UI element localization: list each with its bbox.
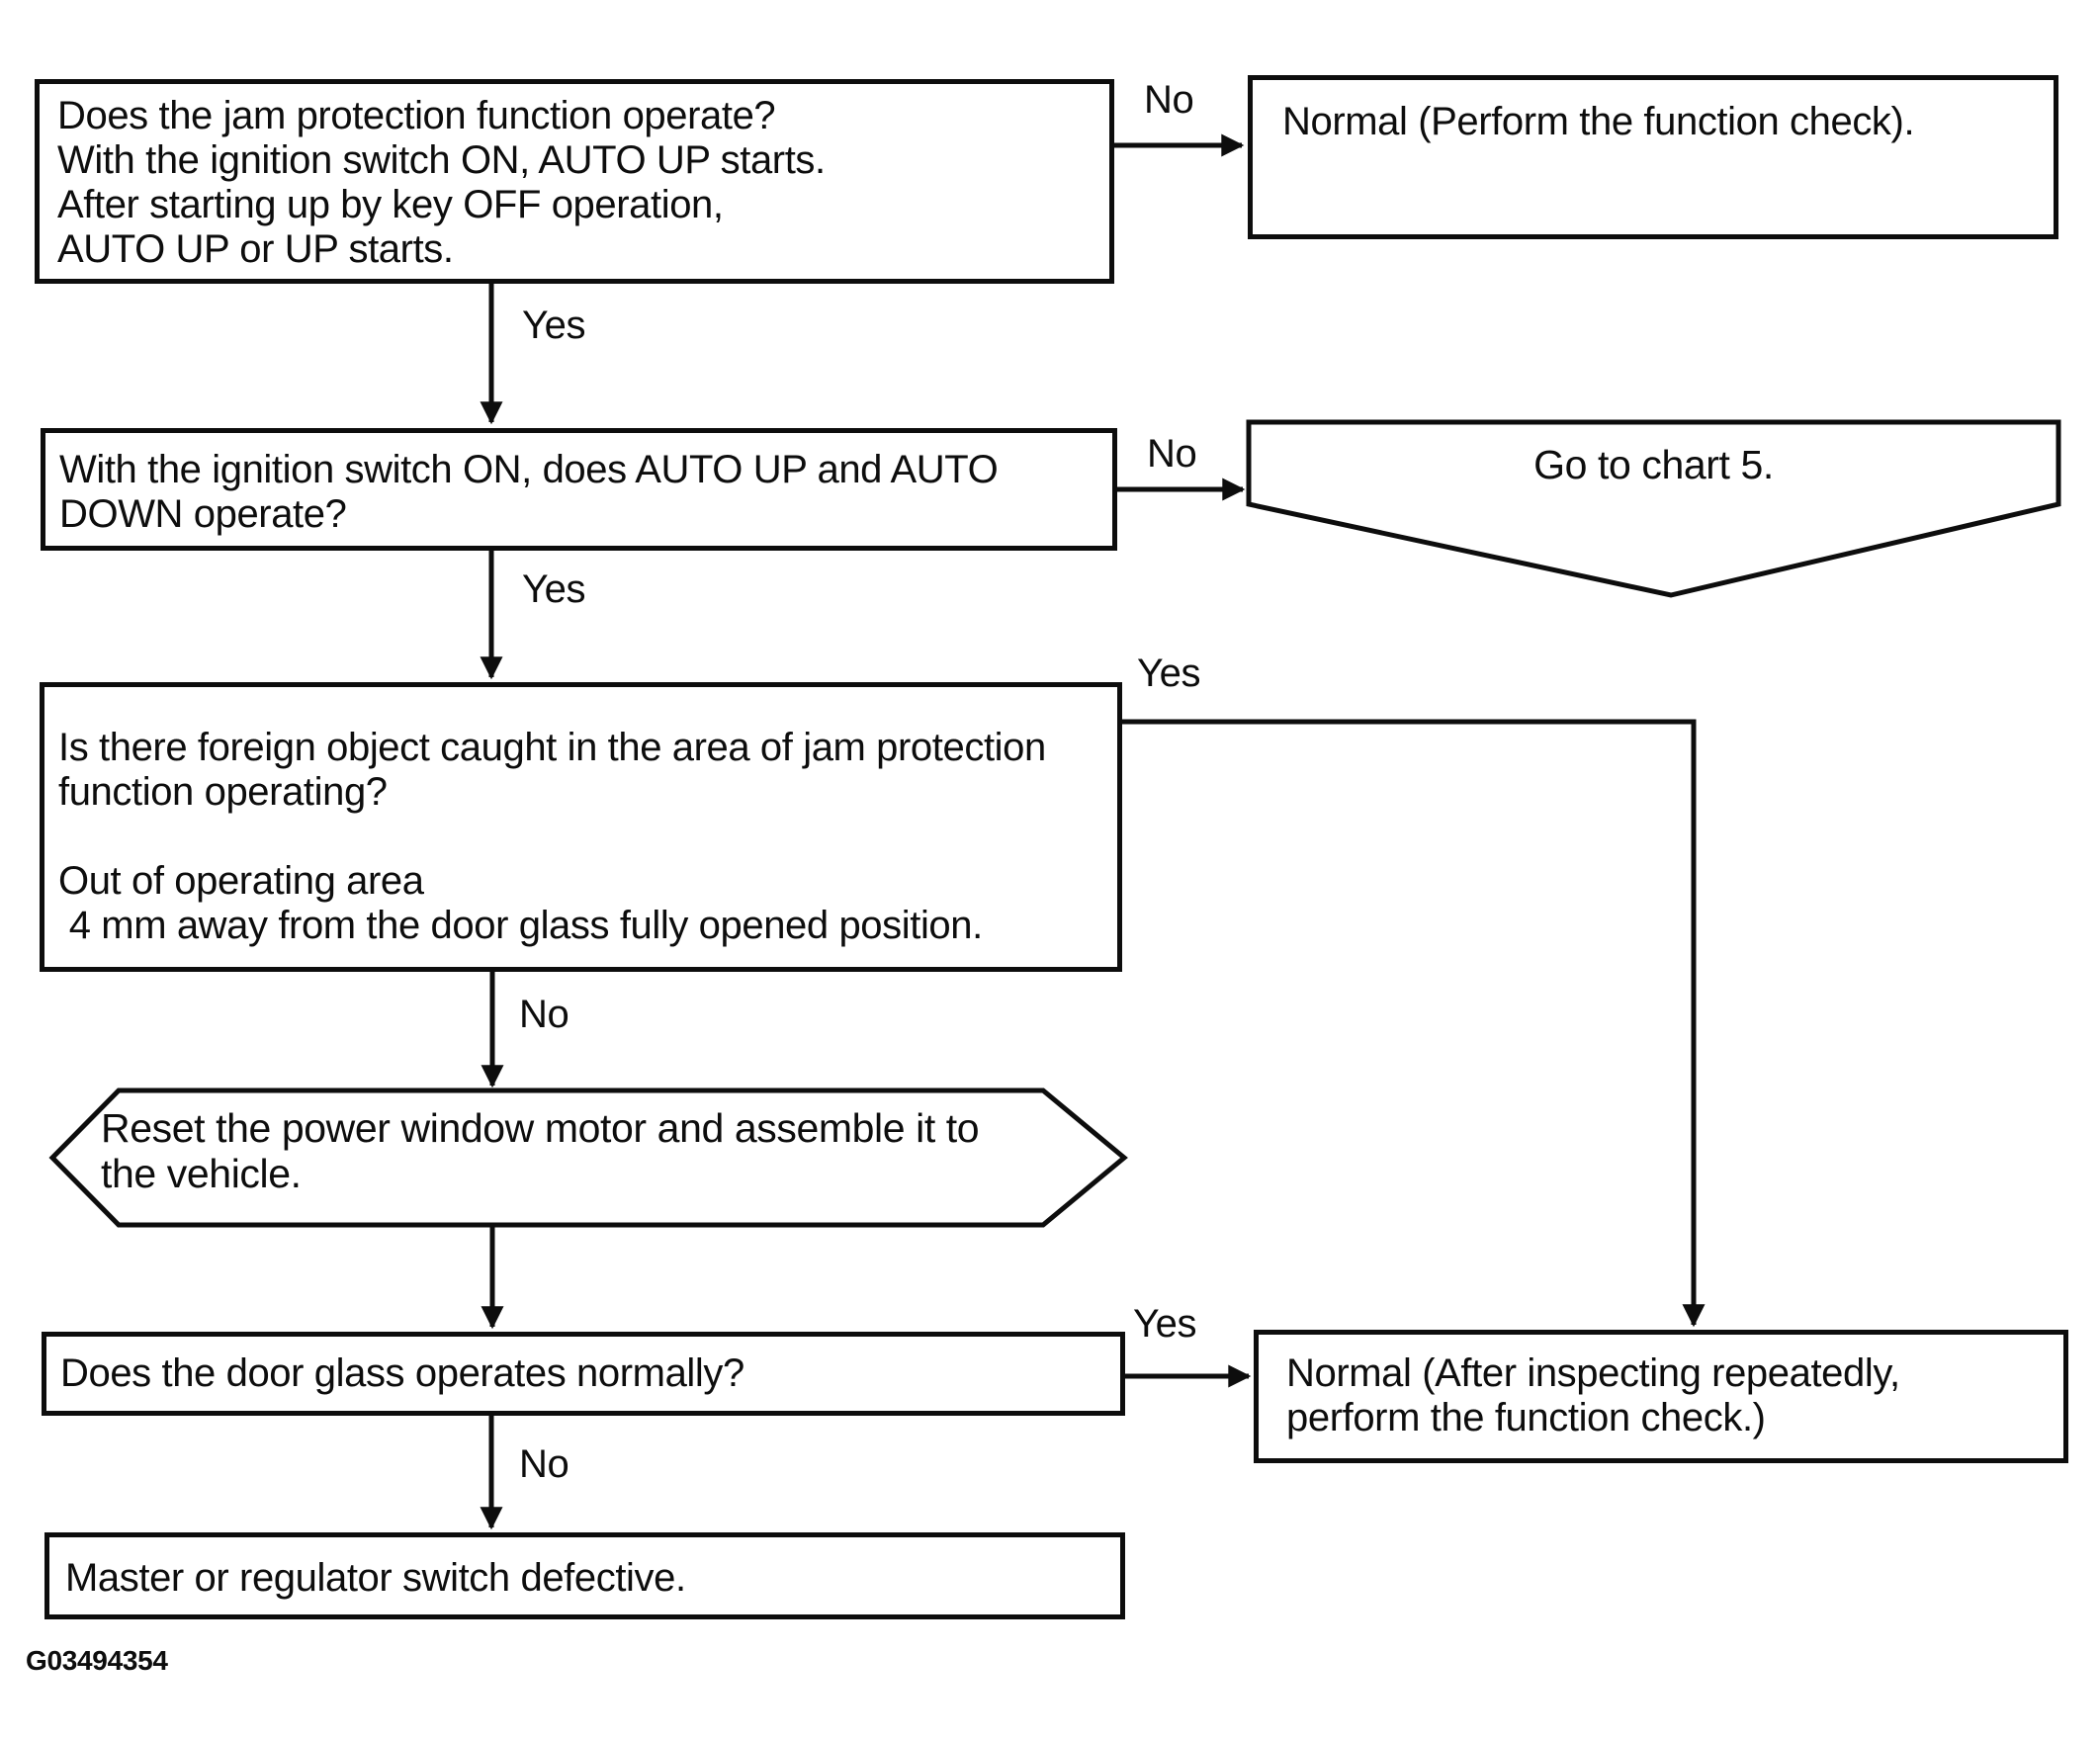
box-text-line: Normal (After inspecting repeatedly, [1286, 1351, 1900, 1395]
process-box-ignition-auto-updown: With the ignition switch ON, does AUTO U… [41, 428, 1117, 551]
edge-label-foreign-no: No [519, 993, 569, 1036]
figure-code: G03494354 [26, 1645, 168, 1676]
box-text-line [58, 815, 1103, 859]
result-box-normal-after-inspecting: Normal (After inspecting repeatedly, per… [1254, 1330, 2068, 1463]
box-text-line: perform the function check.) [1286, 1396, 1766, 1439]
box-text-line: After starting up by key OFF operation, [57, 183, 724, 226]
offpage-text-go-to-chart5: Go to chart 5. [1249, 442, 2058, 487]
box-text-line: Out of operating area [58, 859, 424, 903]
box-text-line: Normal (Perform the function check). [1282, 100, 1915, 143]
box-text-line: With the ignition switch ON, does AUTO U… [59, 448, 999, 491]
box-text-line: Master or regulator switch defective. [65, 1556, 686, 1600]
box-text-line: Is there foreign object caught in the ar… [58, 726, 1046, 769]
edge-label-foreign-yes: Yes [1137, 652, 1201, 695]
box-text-line: DOWN operate? [59, 492, 347, 536]
process-box-door-glass-normal: Does the door glass operates normally? [42, 1332, 1125, 1416]
box-text-line: AUTO UP or UP starts. [57, 227, 454, 271]
result-box-master-switch-defective: Master or regulator switch defective. [44, 1532, 1125, 1619]
hexagon-shape-reset-motor [48, 1088, 1128, 1228]
edge-label-ign-yes: Yes [522, 567, 586, 611]
result-box-normal-function-check: Normal (Perform the function check). [1248, 75, 2058, 239]
process-box-foreign-object: Is there foreign object caught in the ar… [40, 682, 1122, 972]
process-box-jam-check: Does the jam protection function operate… [35, 79, 1114, 284]
box-text-line: 4 mm away from the door glass fully open… [58, 904, 984, 947]
edge-label-door-no: No [519, 1442, 569, 1486]
box-text-line: the vehicle. [101, 1151, 302, 1196]
box-text-line: Does the door glass operates normally? [60, 1351, 744, 1395]
box-text-line: Does the jam protection function operate… [57, 94, 776, 137]
box-text-line: Reset the power window motor and assembl… [101, 1105, 980, 1151]
edge-label-ign-no: No [1147, 432, 1197, 476]
offpage-shape-go-to-chart5 [1246, 419, 2061, 598]
edge-label-jam-yes: Yes [522, 304, 586, 347]
box-text-line: function operating? [58, 770, 388, 814]
edge-foreign-yes-arrow [1122, 719, 1706, 1328]
box-text-line: Go to chart 5. [1533, 442, 1774, 487]
box-text-line: With the ignition switch ON, AUTO UP sta… [57, 138, 826, 182]
edge-label-door-yes: Yes [1133, 1302, 1197, 1346]
edge-label-jam-no: No [1144, 78, 1194, 122]
hexagon-text-reset-motor: Reset the power window motor and assembl… [101, 1105, 1040, 1196]
